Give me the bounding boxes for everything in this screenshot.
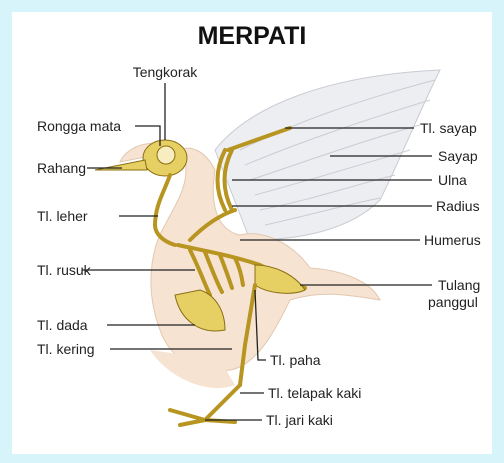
label-tl-paha: Tl. paha <box>270 352 321 368</box>
toe-bone <box>180 420 205 425</box>
wing <box>215 70 440 240</box>
label-radius: Radius <box>436 198 480 214</box>
label-tl-dada: Tl. dada <box>37 317 88 333</box>
label-tl-jari-kaki: Tl. jari kaki <box>266 412 333 428</box>
label-tl-rusuk: Tl. rusuk <box>37 262 92 278</box>
label-ulna: Ulna <box>438 172 467 188</box>
label-tl-leher: Tl. leher <box>37 208 88 224</box>
label-humerus: Humerus <box>424 232 481 248</box>
label-panggul: panggul <box>428 294 478 310</box>
label-rongga-mata: Rongga mata <box>37 118 121 134</box>
toe-bone <box>170 410 205 420</box>
label-tengkorak: Tengkorak <box>133 64 199 80</box>
label-rahang: Rahang <box>37 160 86 176</box>
label-tl-kering: Tl. kering <box>37 341 95 357</box>
label-tl-sayap: Tl. sayap <box>420 120 477 136</box>
label-sayap: Sayap <box>438 148 478 164</box>
label-tl-telapak-kaki: Tl. telapak kaki <box>268 385 361 401</box>
eye-socket-bone <box>157 146 175 164</box>
label-tulang: Tulang <box>438 277 480 293</box>
foot-bone <box>205 385 240 420</box>
